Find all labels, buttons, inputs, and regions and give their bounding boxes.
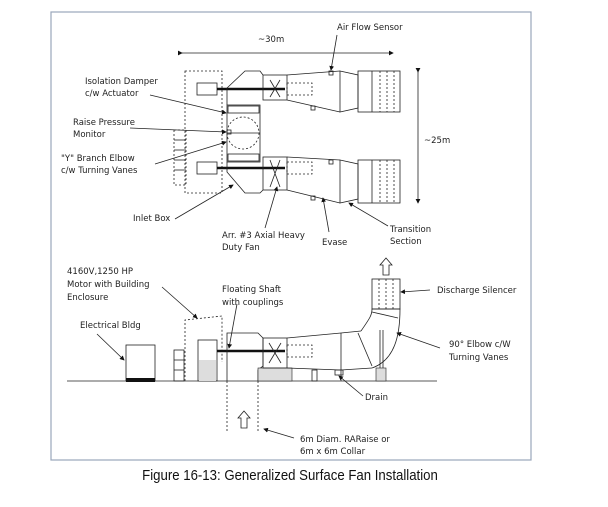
dimension-30m-label: ~30m bbox=[258, 35, 284, 45]
label-isolation-damper-2: c/w Actuator bbox=[85, 89, 139, 99]
air-flow-sensor bbox=[328, 70, 334, 76]
label-discharge-silencer: Discharge Silencer bbox=[437, 286, 517, 296]
fan-unit-top bbox=[196, 70, 401, 113]
label-isolation-damper: Isolation Damper bbox=[85, 77, 158, 87]
air-flow-sensor bbox=[328, 159, 334, 165]
pressure-monitor bbox=[226, 129, 232, 135]
sensor bbox=[310, 195, 316, 201]
label-axial-fan: Arr. #3 Axial Heavy bbox=[222, 231, 305, 241]
label-motor-2: Motor with Building bbox=[67, 280, 149, 290]
motor bbox=[196, 161, 218, 175]
label-axial-fan-2: Duty Fan bbox=[222, 243, 260, 253]
support bbox=[311, 369, 318, 382]
label-floating-shaft-2: with couplings bbox=[222, 298, 284, 308]
isolation-damper bbox=[227, 153, 260, 162]
label-transition-2: Section bbox=[390, 237, 422, 247]
isolation-damper bbox=[227, 105, 260, 114]
label-raise-pressure: Raise Pressure bbox=[73, 118, 135, 128]
fan-foundation bbox=[257, 367, 293, 382]
motor bbox=[196, 82, 218, 96]
label-raise: 6m Diam. RARaise or bbox=[300, 435, 390, 445]
dimension-25m-label: ~25m bbox=[424, 136, 450, 146]
elevation-view: 4160V,1250 HP Motor with Building Enclos… bbox=[67, 257, 517, 457]
silencer bbox=[357, 159, 401, 204]
label-inlet-box: Inlet Box bbox=[133, 214, 170, 224]
label-motor: 4160V,1250 HP bbox=[67, 267, 133, 277]
y-branch-elbow bbox=[226, 104, 261, 163]
transition-section bbox=[339, 70, 359, 113]
figure-caption: Figure 16-13: Generalized Surface Fan In… bbox=[142, 467, 438, 484]
inlet-box bbox=[226, 162, 264, 194]
inlet-box bbox=[226, 332, 264, 381]
fan-hub bbox=[286, 344, 313, 358]
drain bbox=[334, 369, 344, 376]
label-electrical-bldg: Electrical Bldg bbox=[80, 321, 141, 331]
label-floating-shaft: Floating Shaft bbox=[222, 285, 282, 295]
label-raise-2: 6m x 6m Collar bbox=[300, 447, 366, 457]
label-motor-3: Enclosure bbox=[67, 293, 108, 303]
motor-building-enclosure bbox=[184, 315, 223, 381]
stair bbox=[173, 349, 185, 382]
fan-hub bbox=[286, 82, 313, 96]
figure-frame bbox=[50, 11, 532, 461]
label-elbow-2: Turning Vanes bbox=[448, 353, 509, 363]
label-y-branch: "Y" Branch Elbow bbox=[61, 154, 135, 164]
axial-fan bbox=[262, 74, 288, 101]
label-drain: Drain bbox=[365, 393, 388, 403]
label-air-flow-sensor: Air Flow Sensor bbox=[337, 23, 403, 33]
label-transition: Transition bbox=[389, 225, 431, 235]
elbow-90 bbox=[360, 308, 401, 369]
inlet-box bbox=[226, 70, 264, 105]
intake-airflow-arrow-icon bbox=[237, 410, 251, 429]
label-y-branch-2: c/w Turning Vanes bbox=[61, 166, 138, 176]
fan-hub bbox=[286, 161, 313, 175]
silencer bbox=[357, 70, 401, 113]
sensor bbox=[310, 105, 316, 111]
label-raise-pressure-2: Monitor bbox=[73, 130, 106, 140]
label-elbow: 90° Elbow c/W bbox=[449, 340, 511, 350]
plan-view: ~30m ~25m bbox=[61, 23, 450, 253]
electrical-building-base bbox=[126, 378, 155, 382]
transition-section bbox=[339, 159, 359, 204]
fan-unit-bottom bbox=[196, 156, 401, 204]
electrical-building bbox=[125, 344, 156, 382]
elbow-support bbox=[375, 367, 387, 382]
label-evase: Evase bbox=[322, 238, 347, 248]
discharge-airflow-arrow-icon bbox=[379, 257, 393, 276]
evase bbox=[286, 156, 341, 204]
